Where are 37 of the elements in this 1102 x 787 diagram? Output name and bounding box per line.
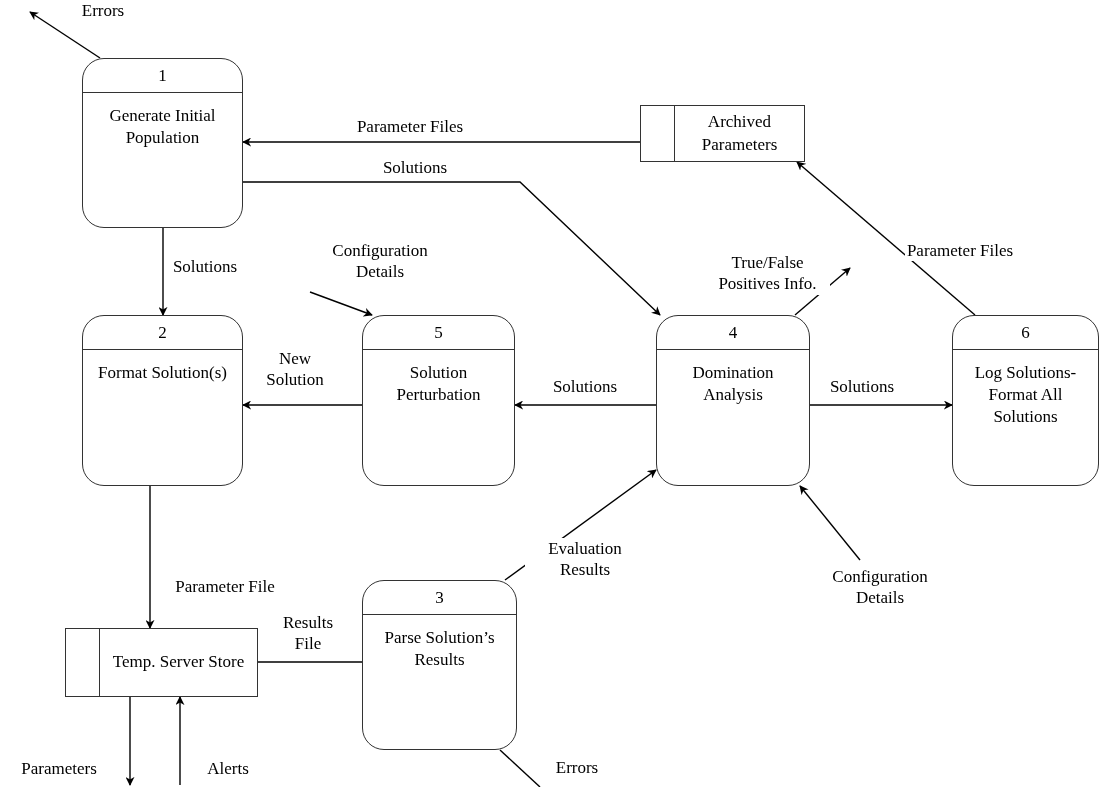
arrow <box>145 485 155 629</box>
arrow <box>125 696 135 786</box>
process-box <box>656 315 810 486</box>
arrow <box>158 227 168 316</box>
process-box <box>362 580 517 750</box>
process-label: Parse Solution’s Results <box>383 627 496 672</box>
process-number: 6 <box>1021 321 1030 344</box>
process-label: Format Solution(s) <box>98 362 227 384</box>
data-store-box <box>640 105 805 162</box>
process-box <box>362 315 515 486</box>
arrow <box>242 137 641 147</box>
store-label: Temp. Server Store <box>112 651 245 674</box>
arrow <box>799 485 861 561</box>
arrow <box>514 400 657 410</box>
process-label: Log Solutions- Format All Solutions <box>973 362 1078 429</box>
arrow <box>242 400 363 410</box>
store-label: Archived Parameters <box>700 111 779 156</box>
arrow <box>796 161 976 316</box>
process-number: 2 <box>158 321 167 344</box>
connector-line <box>257 661 363 663</box>
arrow <box>809 400 953 410</box>
process-label: Solution Perturbation <box>395 362 482 407</box>
connector-line <box>499 749 541 787</box>
process-number: 5 <box>434 321 443 344</box>
data-store-box <box>65 628 258 697</box>
process-box <box>952 315 1099 486</box>
arrow <box>29 11 101 59</box>
process-number: 1 <box>158 64 167 87</box>
process-number: 4 <box>728 321 738 344</box>
arrow <box>309 291 373 317</box>
process-label: Domination Analysis <box>691 362 775 407</box>
process-box <box>82 58 243 228</box>
process-box <box>82 315 243 486</box>
process-label: Generate Initial Population <box>108 105 217 150</box>
arrow <box>175 696 185 786</box>
process-number: 3 <box>435 586 444 609</box>
arrow <box>242 181 661 316</box>
